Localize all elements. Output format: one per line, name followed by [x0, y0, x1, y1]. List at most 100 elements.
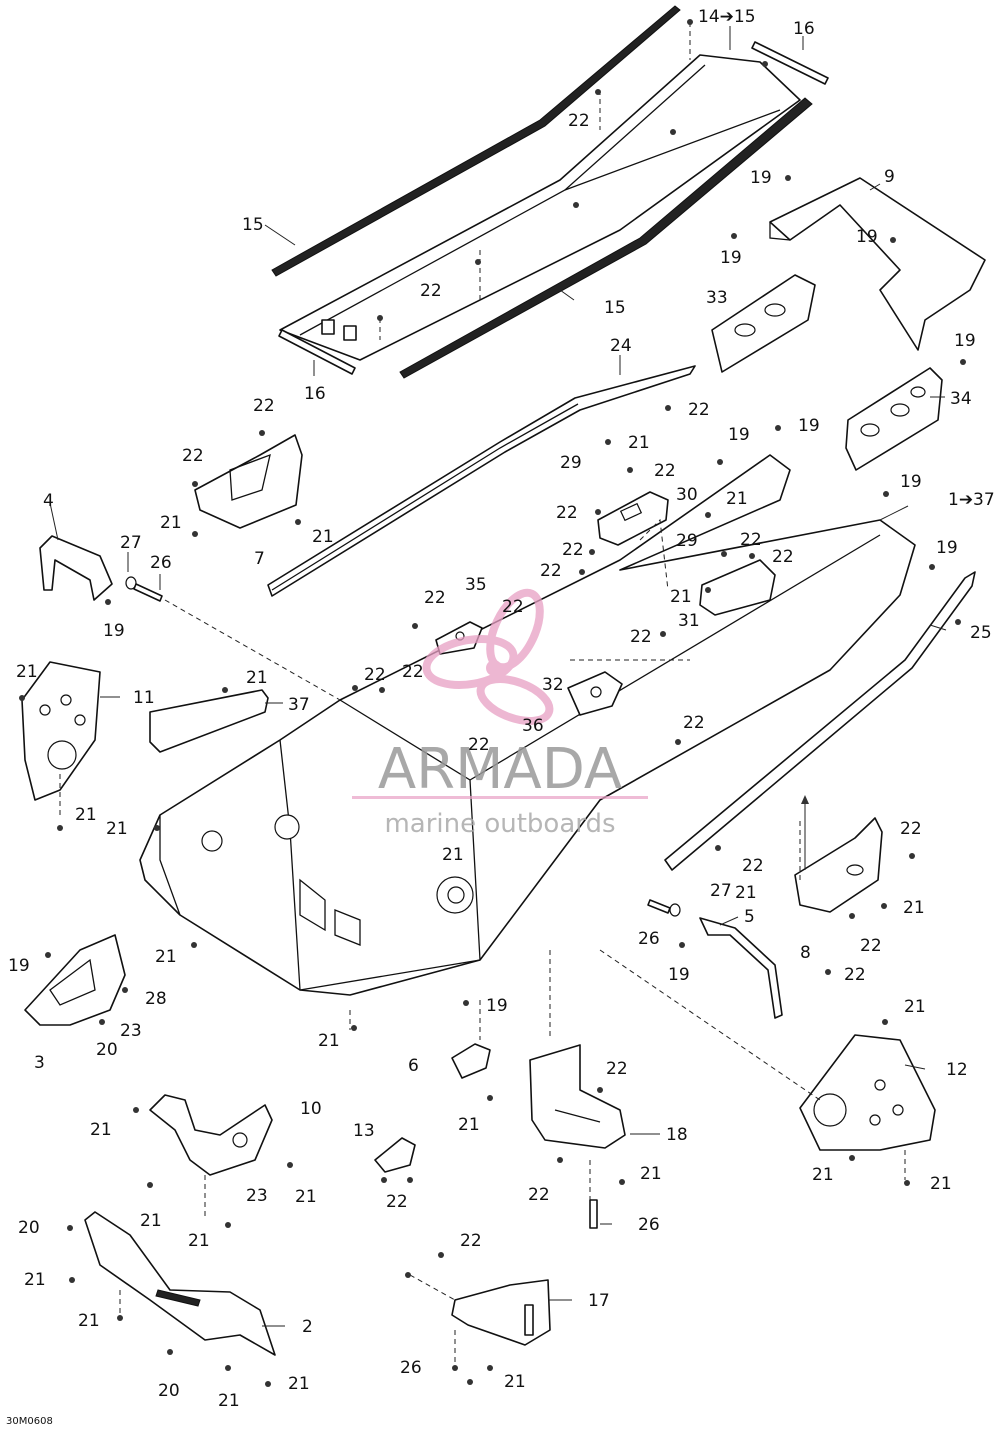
label-22: 22 — [386, 1192, 408, 1212]
label-21: 21 — [903, 898, 925, 918]
part-3-bracket — [24, 934, 126, 1026]
label-14-15: 14➔15 — [698, 7, 756, 27]
label-19: 19 — [668, 965, 690, 985]
part-30-bracket — [597, 491, 669, 546]
label-16: 16 — [793, 19, 815, 39]
label-22: 22 — [742, 856, 764, 876]
label-22: 22 — [606, 1059, 628, 1079]
label-26: 26 — [638, 1215, 660, 1235]
label-11: 11 — [133, 688, 155, 708]
label-21: 21 — [155, 947, 177, 967]
part-14-tunnel-top — [279, 54, 801, 361]
label-22: 22 — [568, 111, 590, 131]
label-33: 33 — [706, 288, 728, 308]
label-37: 37 — [288, 695, 310, 715]
label-22: 22 — [540, 561, 562, 581]
label-5: 5 — [744, 907, 755, 927]
label-19: 19 — [900, 472, 922, 492]
label-29: 29 — [676, 531, 698, 551]
part-24-rail — [267, 365, 696, 597]
label-16: 16 — [304, 384, 326, 404]
label-26: 26 — [638, 929, 660, 949]
label-22: 22 — [556, 503, 578, 523]
part-37-bar — [149, 689, 269, 753]
part-4-handle — [39, 535, 163, 602]
label-19: 19 — [103, 621, 125, 641]
label-36: 36 — [522, 716, 544, 736]
part-15-trim-strips — [271, 5, 813, 379]
label-18: 18 — [666, 1125, 688, 1145]
label-21: 21 — [458, 1115, 480, 1135]
label-21: 21 — [246, 668, 268, 688]
part-8-bracket — [794, 817, 883, 913]
label-22: 22 — [860, 936, 882, 956]
label-19: 19 — [936, 538, 958, 558]
part-16-end-strips — [278, 41, 829, 375]
label-21: 21 — [16, 662, 38, 682]
part-5-handle — [647, 899, 783, 1019]
part-13-clip — [374, 1137, 416, 1173]
label-19: 19 — [720, 248, 742, 268]
label-22: 22 — [402, 662, 424, 682]
label-22: 22 — [900, 819, 922, 839]
label-22: 22 — [364, 665, 386, 685]
label-26: 26 — [150, 553, 172, 573]
label-25: 25 — [970, 623, 992, 643]
label-21: 21 — [106, 819, 128, 839]
label-29: 29 — [560, 453, 582, 473]
label-12: 12 — [946, 1060, 968, 1080]
fasteners — [19, 19, 966, 1387]
part-10-bracket — [149, 1094, 273, 1176]
label-22: 22 — [182, 446, 204, 466]
label-20: 20 — [158, 1381, 180, 1401]
arrow-up — [801, 795, 809, 870]
label-22: 22 — [253, 396, 275, 416]
label-22: 22 — [654, 461, 676, 481]
label-21: 21 — [318, 1031, 340, 1051]
label-22: 22 — [683, 713, 705, 733]
label-21: 21 — [218, 1391, 240, 1411]
label-21: 21 — [812, 1165, 834, 1185]
part-11-side-plate — [21, 661, 101, 801]
label-32: 32 — [542, 675, 564, 695]
part-9-bracket — [769, 177, 986, 351]
part-34-plate — [845, 367, 943, 471]
label-35: 35 — [465, 575, 487, 595]
label-22: 21 — [735, 883, 757, 903]
part-31-bracket — [699, 559, 776, 616]
label-22: 22 — [420, 281, 442, 301]
label-22: 22 — [740, 530, 762, 550]
label-15: 15 — [604, 298, 626, 318]
label-15: 15 — [242, 215, 264, 235]
label-2: 2 — [302, 1317, 313, 1337]
label-7: 7 — [254, 549, 265, 569]
label-21: 21 — [640, 1164, 662, 1184]
drawing-code: 30M0608 — [6, 1416, 53, 1427]
label-21: 21 — [24, 1270, 46, 1290]
part-18-bracket — [529, 1044, 626, 1149]
label-23: 23 — [246, 1186, 268, 1206]
label-21: 21 — [930, 1174, 952, 1194]
part-12-side-plate — [799, 1034, 936, 1151]
label-28: 28 — [145, 989, 167, 1009]
part-17-bracket — [451, 1279, 551, 1346]
watermark-tagline: marine outboards — [384, 809, 615, 839]
label-23: 23 — [120, 1021, 142, 1041]
label-21: 22 — [844, 965, 866, 985]
label-13: 13 — [353, 1121, 375, 1141]
label-21: 21 — [160, 513, 182, 533]
label-22: 22 — [468, 735, 490, 755]
label-10: 10 — [300, 1099, 322, 1119]
watermark-brand: ARMADA — [378, 737, 622, 802]
label-22: 22 — [688, 400, 710, 420]
label-19: 19 — [8, 956, 30, 976]
part-33-plate — [711, 274, 816, 373]
label-21: 21 — [188, 1231, 210, 1251]
label-22: 22 — [502, 597, 524, 617]
label-22: 22 — [562, 540, 584, 560]
label-19: 19 — [954, 331, 976, 351]
label-21: 21 — [78, 1311, 100, 1331]
propeller-logo-icon — [422, 588, 554, 725]
